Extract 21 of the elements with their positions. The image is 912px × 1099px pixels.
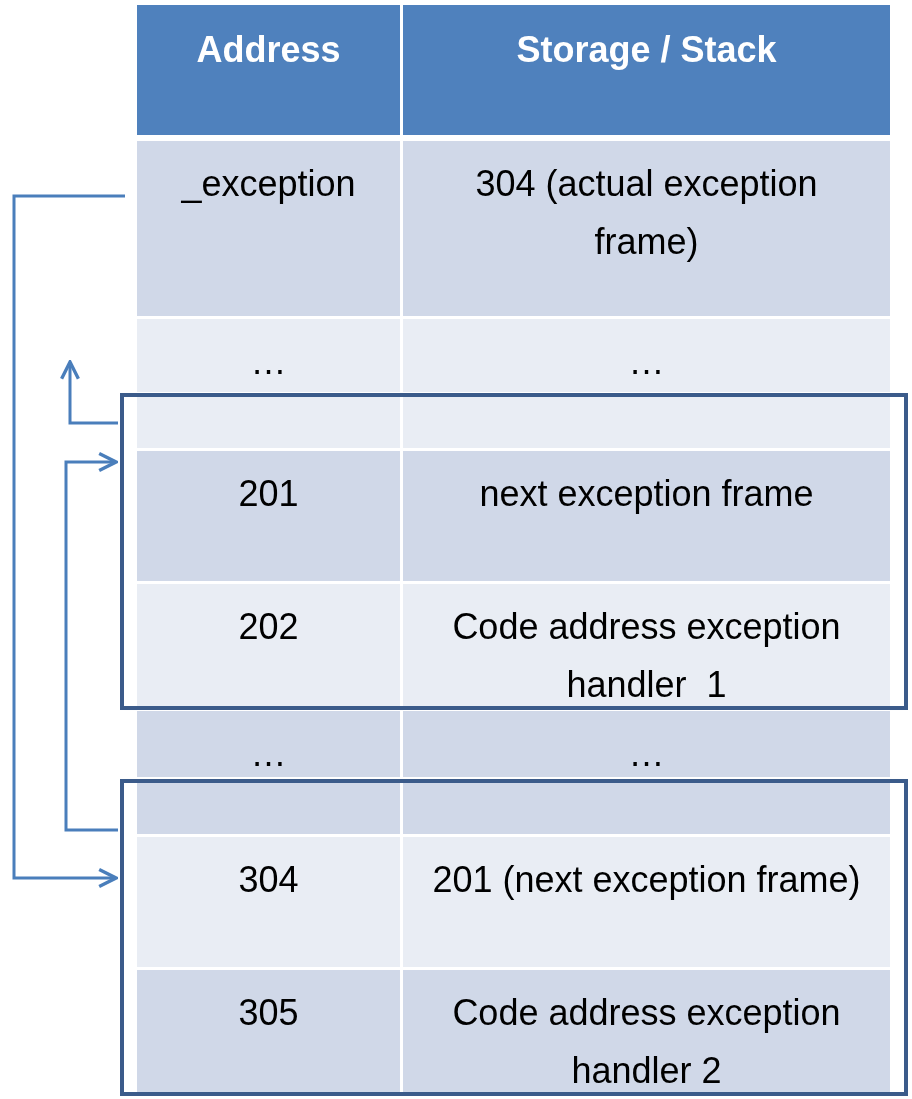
table-cell: Code address exception handler 1	[403, 584, 890, 708]
frame-outline	[120, 779, 908, 1096]
table-cell: next exception frame	[403, 451, 890, 581]
table-cell: 201	[137, 451, 400, 581]
table-cell: 202	[137, 584, 400, 708]
table-cell: …	[137, 711, 400, 777]
table-cell: …	[403, 711, 890, 777]
table-cell: _exception	[137, 141, 400, 316]
arrow	[12, 194, 125, 889]
table-cell: …	[137, 319, 400, 392]
table-cell: Code address exception handler 2	[403, 970, 890, 1094]
arrow	[64, 451, 118, 832]
table-cell: 305	[137, 970, 400, 1094]
frame-outline	[120, 393, 908, 710]
table-cell: 304	[137, 837, 400, 967]
column-header: Address	[137, 5, 400, 135]
table-cell: 201 (next exception frame)	[403, 837, 890, 967]
arrow	[59, 360, 118, 425]
column-header: Storage / Stack	[403, 5, 890, 135]
table-cell: 304 (actual exception frame)	[403, 141, 890, 316]
table-cell: …	[403, 319, 890, 392]
